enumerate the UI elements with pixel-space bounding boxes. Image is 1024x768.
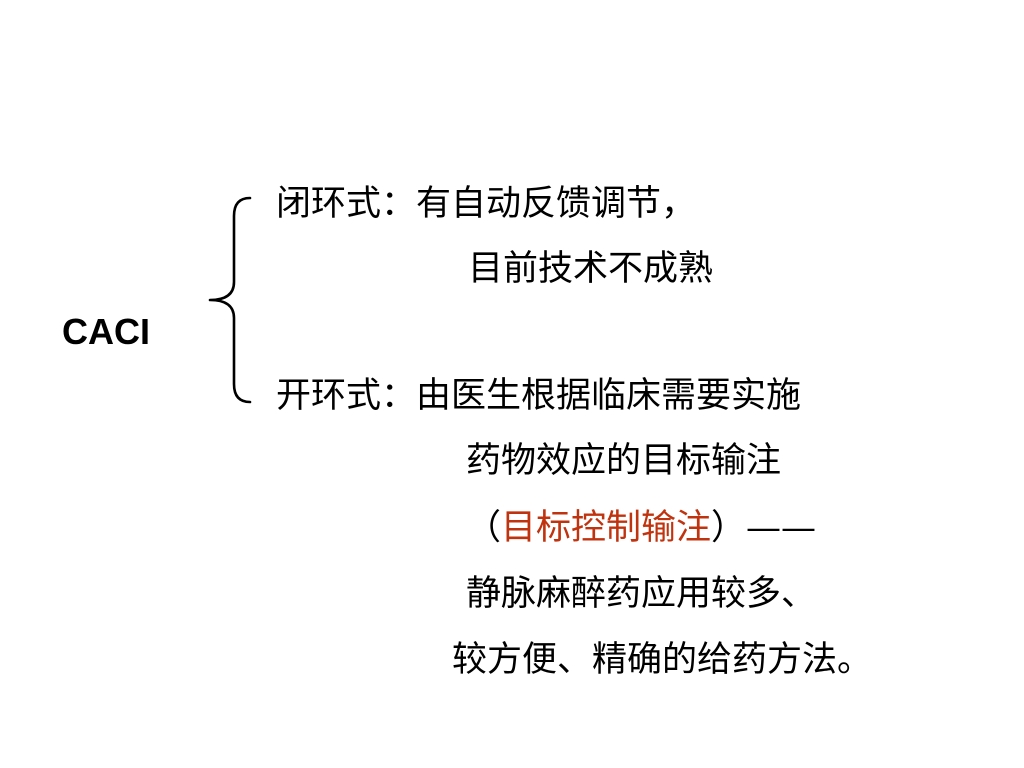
open-loop-desc-3: （目标控制输注）—— xyxy=(466,504,816,552)
paren-open: （ xyxy=(466,508,502,548)
open-loop-label: 开环式： xyxy=(276,376,417,416)
open-loop-line: 开环式：由医生根据临床需要实施 xyxy=(276,372,801,420)
open-loop-desc-1: 由医生根据临床需要实施 xyxy=(416,376,802,416)
tci-highlight: 目标控制输注 xyxy=(501,508,712,548)
paren-close-dash: ）—— xyxy=(711,508,817,548)
caci-label: CACI xyxy=(62,311,150,352)
left-brace-icon xyxy=(208,196,252,404)
closed-loop-desc-2: 目前技术不成熟 xyxy=(468,249,714,289)
open-loop-desc-2: 药物效应的目标输注 xyxy=(466,441,782,481)
open-loop-desc-5: 较方便、精确的给药方法。 xyxy=(452,640,873,680)
closed-loop-line: 闭环式：有自动反馈调节， xyxy=(276,180,696,228)
open-loop-desc-4: 静脉麻醉药应用较多、 xyxy=(466,574,817,614)
closed-loop-label: 闭环式： xyxy=(276,184,417,224)
closed-loop-desc-1: 有自动反馈调节， xyxy=(416,184,697,224)
